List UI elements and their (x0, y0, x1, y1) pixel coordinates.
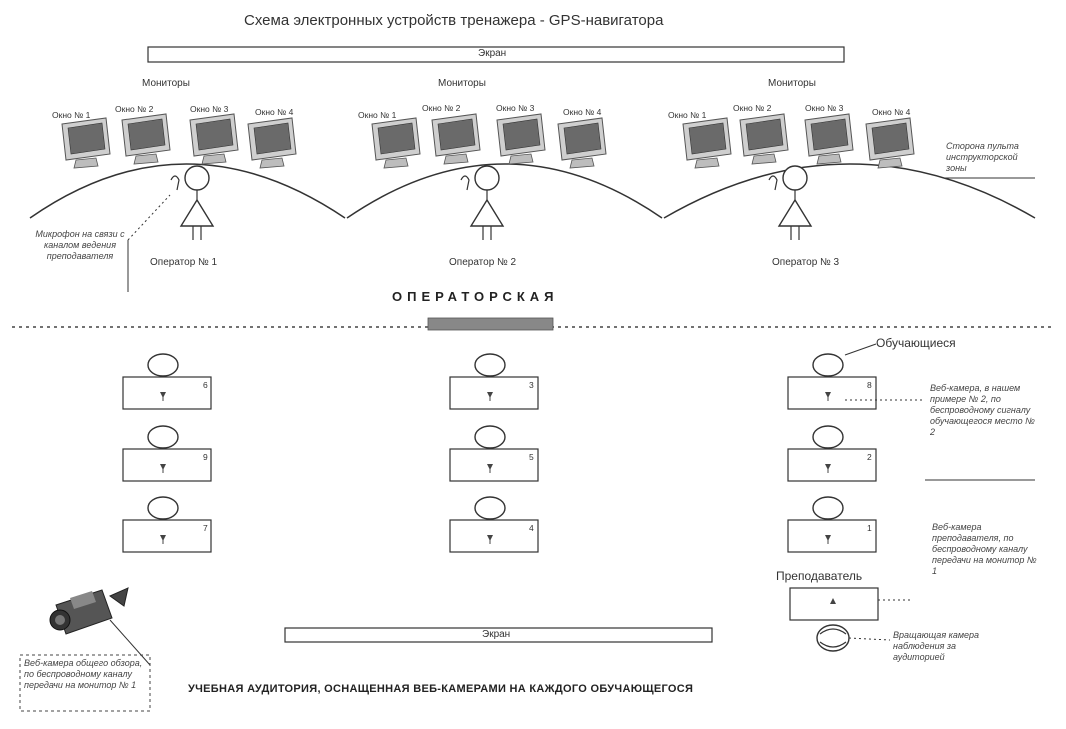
window-label: Окно № 4 (872, 107, 911, 117)
webcam-teacher-note: Веб-камера преподавателя, по беспроводно… (932, 522, 1037, 576)
window-label: Окно № 2 (422, 103, 461, 113)
workstation-desk-note: Сторона пульта инструкторской зоны (946, 141, 1019, 173)
window-label: Окно № 1 (668, 110, 707, 120)
monitors-label-2: Мониторы (438, 78, 486, 89)
operator-label-2: Оператор № 2 (449, 257, 517, 268)
bottom-screen-label: Экран (482, 629, 511, 640)
window-label: Окно № 1 (52, 110, 91, 120)
monitors-label-3: Мониторы (768, 78, 816, 89)
desk-number: 3 (529, 380, 534, 390)
page-title: Схема электронных устройств тренажера - … (244, 12, 664, 29)
window-label: Окно № 2 (733, 103, 772, 113)
window-label: Окно № 1 (358, 110, 397, 120)
webcam-student-note: Веб-камера, в нашем примере № 2, по бесп… (930, 383, 1035, 437)
desk-number: 9 (203, 452, 208, 462)
window-label: Окно № 3 (496, 103, 535, 113)
window-label: Окно № 4 (563, 107, 602, 117)
video-camera-icon (49, 587, 129, 635)
microphone-note: Микрофон на связи с каналом ведения преп… (35, 229, 125, 261)
window-label: Окно № 3 (190, 104, 229, 114)
desk-number: 8 (867, 380, 872, 390)
desk-number: 2 (867, 452, 872, 462)
operator-label-3: Оператор № 3 (772, 257, 840, 268)
teacher-label: Преподаватель (776, 569, 863, 583)
window-label: Окно № 3 (805, 103, 844, 113)
monitors-label-1: Мониторы (142, 78, 190, 89)
students-label: Обучающиеся (876, 336, 956, 350)
classroom-footer: УЧЕБНАЯ АУДИТОРИЯ, ОСНАЩЕННАЯ ВЕБ-КАМЕРА… (188, 683, 694, 695)
top-screen-label: Экран (478, 48, 507, 59)
desk-number: 1 (867, 523, 872, 533)
window-label: Окно № 2 (115, 104, 154, 114)
window-label: Окно № 4 (255, 107, 294, 117)
desk-number: 5 (529, 452, 534, 462)
teacher-camera-note: Вращающая камера наблюдения за аудиторие… (893, 630, 980, 662)
desk-number: 6 (203, 380, 208, 390)
desk-number: 7 (203, 523, 208, 533)
desk-number: 4 (529, 523, 534, 533)
operator-room-title: ОПЕРАТОРСКАЯ (392, 289, 559, 304)
operator-label-1: Оператор № 1 (150, 257, 218, 268)
video-camera-note: Веб-камера общего обзора, по беспроводно… (24, 658, 143, 690)
